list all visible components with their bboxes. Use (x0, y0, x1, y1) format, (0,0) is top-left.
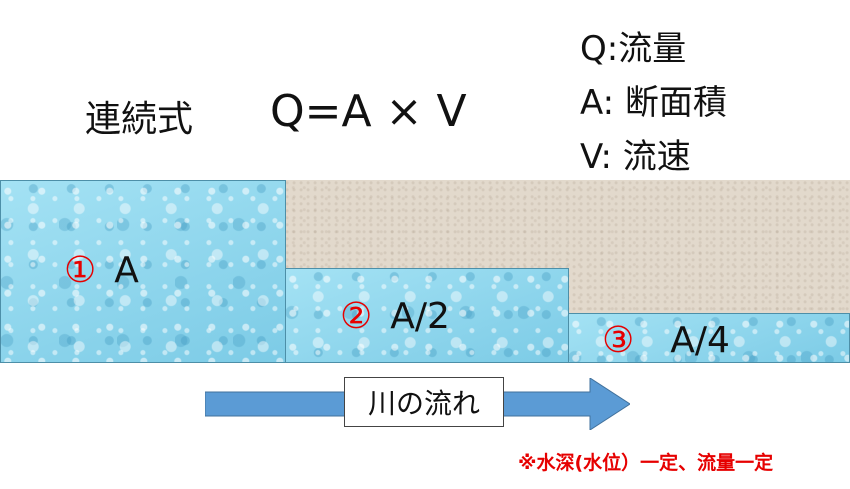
legend-item-q: Q:流量 (580, 29, 687, 69)
water-section-3 (568, 313, 850, 363)
section-label-2: ② A/2 (340, 296, 450, 337)
section-number-1: ① (64, 250, 97, 291)
continuity-formula: Q=A × V (270, 86, 467, 137)
section-area-3: A/4 (670, 320, 730, 361)
diagram-title: 連続式 (85, 99, 194, 140)
section-area-2: A/2 (390, 296, 450, 337)
legend-item-v: V: 流速 (580, 137, 691, 177)
condition-note: ※水深(水位）一定、流量一定 (518, 452, 774, 474)
flow-direction-label: 川の流れ (344, 377, 504, 427)
section-area-1: A (114, 250, 139, 291)
section-number-2: ② (340, 296, 373, 337)
section-number-3: ③ (602, 320, 635, 361)
section-label-3: ③ A/4 (602, 320, 730, 361)
variable-legend: Q:流量 A: 断面積 V: 流速 (580, 22, 727, 184)
water-section-1 (0, 180, 286, 363)
legend-item-a: A: 断面積 (580, 83, 727, 123)
